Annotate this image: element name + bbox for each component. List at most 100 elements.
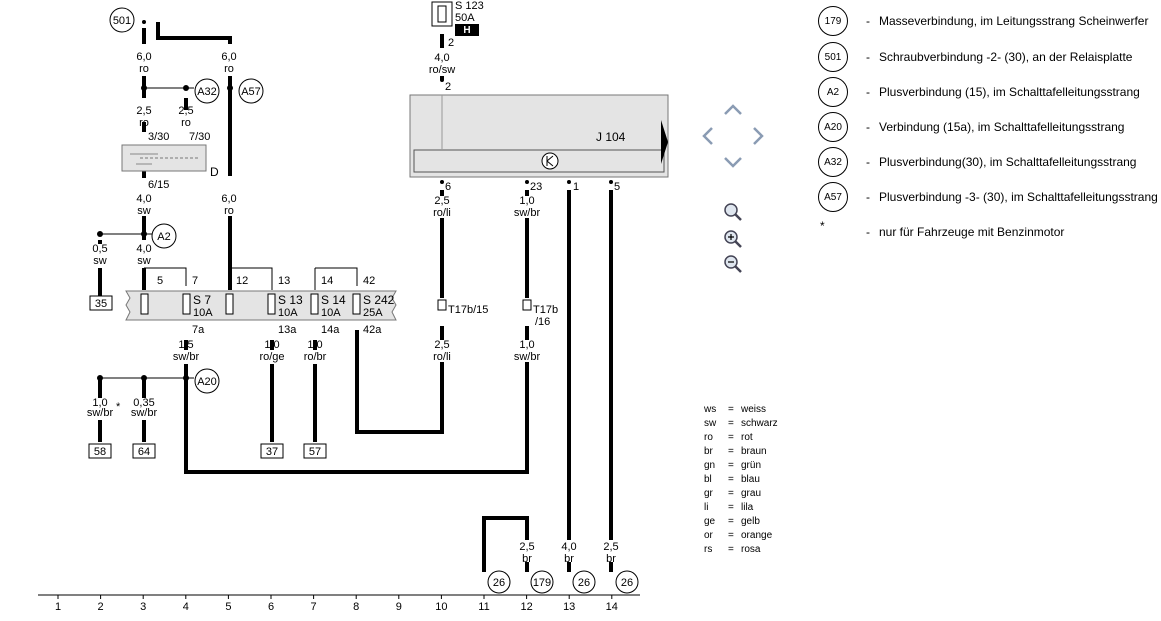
color-abbr: bl (704, 474, 712, 485)
triangle-right-icon[interactable] (661, 120, 668, 164)
color-abbr: rs (704, 544, 713, 555)
junction-dots (97, 20, 613, 381)
fuse-rating: 10A (193, 307, 213, 319)
track-number: 2 (98, 601, 104, 613)
legend-text: Plusverbindung(30), im Schalttafelleitun… (879, 155, 1137, 169)
pan-up-icon[interactable] (724, 104, 742, 115)
track-number: 4 (183, 601, 189, 613)
zoom-out-button[interactable] (724, 255, 742, 273)
connector-label: T17b/15 (448, 304, 488, 316)
color-eq: = (728, 474, 734, 485)
pan-left-icon[interactable] (702, 127, 713, 145)
color-eq: = (728, 516, 734, 527)
legend-note: * - nur für Fahrzeuge mit Benzinmotor (818, 217, 1161, 247)
legend-item: A20 - Verbindung (15a), im Schalttafelle… (818, 112, 1161, 142)
pin-label: 2 (445, 81, 451, 93)
pin-label: 12 (236, 275, 248, 287)
legend-item: 179 - Masseverbindung, im Leitungsstrang… (818, 6, 1161, 36)
wire-color: ro (139, 117, 149, 129)
pan-down-icon[interactable] (724, 157, 742, 168)
legend-code: 179 (818, 6, 848, 36)
node-label: A2 (157, 231, 170, 243)
fuse-s123: S 123 50A H 2 (431, 0, 484, 49)
color-eq: = (728, 418, 734, 429)
asterisk-mark: * (116, 401, 121, 413)
legend-item: A32 - Plusverbindung(30), im Schalttafel… (818, 147, 1161, 177)
zoom-button[interactable] (724, 203, 742, 221)
legend-text: Verbindung (15a), im Schalttafelleitungs… (879, 120, 1125, 134)
pin-label: 6 (445, 181, 451, 193)
color-name: braun (741, 446, 767, 457)
color-name: grau (741, 488, 762, 499)
color-abbr: br (704, 446, 713, 457)
legend-dash: - (866, 85, 870, 99)
legend-code: A32 (818, 147, 848, 177)
track-number: 10 (435, 601, 447, 613)
wire-color: ro/li (433, 351, 451, 363)
color-code-row: bl=blau (704, 474, 824, 488)
fuse-rating: 50A (455, 12, 475, 24)
zoom-in-button[interactable] (724, 230, 742, 248)
node-label: A57 (241, 86, 261, 98)
color-code-row: ro=rot (704, 432, 824, 446)
node-label: 501 (113, 15, 131, 27)
color-abbr: or (704, 530, 713, 541)
connectors: T17b/15 T17b /16 (437, 299, 558, 328)
pin-label: 13 (278, 275, 290, 287)
color-eq: = (728, 530, 734, 541)
legend-item: A2 - Plusverbindung (15), im Schalttafel… (818, 77, 1161, 107)
fuse-label: S 123 (455, 0, 484, 12)
wire-color: ro/sw (429, 64, 455, 76)
pin-label: 5 (614, 181, 620, 193)
wire-size: 2,5 (434, 339, 449, 351)
color-code-row: li=lila (704, 502, 824, 516)
track-number: 14 (606, 601, 618, 613)
track-number: 6 (268, 601, 274, 613)
legend-code: A57 (818, 182, 848, 212)
track-number: 9 (396, 601, 402, 613)
pin-label: 14 (321, 275, 333, 287)
color-name: grün (741, 460, 762, 471)
fuse-tag: H (463, 25, 470, 36)
color-name: lila (741, 502, 754, 513)
wire-color: sw/br (173, 351, 200, 363)
pin-label: 7a (192, 324, 205, 336)
color-abbr: gr (704, 488, 713, 499)
zoom-icon[interactable] (724, 203, 738, 217)
color-code-row: ge=gelb (704, 516, 824, 530)
fuse-name: S 14 (321, 293, 346, 307)
fuse-rating: 25A (363, 307, 383, 319)
pan-controls (702, 104, 764, 168)
color-eq: = (728, 488, 734, 499)
legend-text: Masseverbindung, im Leitungsstrang Schei… (879, 14, 1149, 28)
color-code-row: ws=weiss (704, 404, 824, 418)
color-name: gelb (741, 516, 760, 527)
pin-label: 7 (192, 275, 198, 287)
nodes: 501 A32 A57 A2 A20 26 179 26 26 (109, 7, 639, 594)
terminal-label: 35 (95, 298, 107, 310)
color-abbr: gn (704, 460, 716, 471)
terminal-label: 58 (94, 446, 106, 458)
relay-d: D 3/30 7/30 6/15 (121, 131, 219, 191)
pan-right-icon[interactable] (753, 127, 764, 145)
wire-color: br (606, 553, 616, 565)
legend-text: Plusverbindung -3- (30), im Schalttafell… (879, 190, 1158, 204)
fuse-name: S 242 (363, 293, 395, 307)
next-page-button[interactable] (661, 120, 668, 164)
track-number: 11 (478, 601, 489, 613)
pin-label: 2 (448, 37, 454, 49)
legend-text: Schraubverbindung -2- (30), an der Relai… (879, 50, 1133, 64)
pin-label: 7/30 (189, 131, 210, 143)
wire-size: 6,0 (221, 193, 236, 205)
wire-color: sw/br (514, 351, 541, 363)
node-label: A32 (197, 86, 217, 98)
wire-size: 0,35 (133, 397, 154, 409)
color-code-row: br = braun (704, 446, 824, 460)
wire-color: ro (224, 63, 234, 75)
color-eq: = (728, 446, 734, 457)
wire-size: 4,0 (561, 541, 576, 553)
terminal-label: 57 (309, 446, 321, 458)
